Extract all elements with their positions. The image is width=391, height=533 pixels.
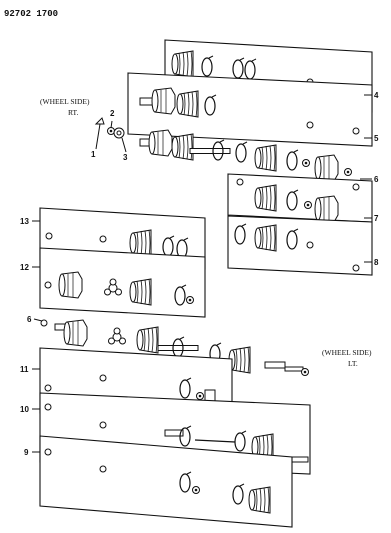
callout-6-left: 6 <box>27 315 32 324</box>
axle-assembly-rt <box>139 129 352 182</box>
panel-9 <box>39 435 293 528</box>
callout-11: 11 <box>20 365 29 374</box>
panel-7 <box>227 215 373 276</box>
wheel-side-note-rt: (WHEEL SIDE) <box>40 97 90 106</box>
panel-6 <box>227 173 373 223</box>
callout-1: 1 <box>91 150 96 159</box>
side-lt-note: LT. <box>348 359 358 368</box>
panel-5 <box>127 72 373 147</box>
side-rt-note: RT. <box>68 108 79 117</box>
callout-2: 2 <box>110 109 115 118</box>
small-parts-rt <box>94 117 127 153</box>
callout-7: 7 <box>374 214 379 223</box>
callout-9: 9 <box>24 448 29 457</box>
panel-12 <box>39 247 206 318</box>
callout-4: 4 <box>374 91 379 100</box>
callout-13: 13 <box>20 217 29 226</box>
wheel-side-note-lt: (WHEEL SIDE) <box>322 348 372 357</box>
callout-12: 12 <box>20 263 29 272</box>
callout-5: 5 <box>374 134 379 143</box>
axle-assembly-lt <box>40 319 309 376</box>
callout-3: 3 <box>123 153 128 162</box>
callout-8: 8 <box>374 258 379 267</box>
callout-leaders <box>32 94 372 453</box>
diagram-code: 92702 1700 <box>4 9 58 19</box>
callout-10: 10 <box>20 405 29 414</box>
callout-6-right: 6 <box>374 175 379 184</box>
